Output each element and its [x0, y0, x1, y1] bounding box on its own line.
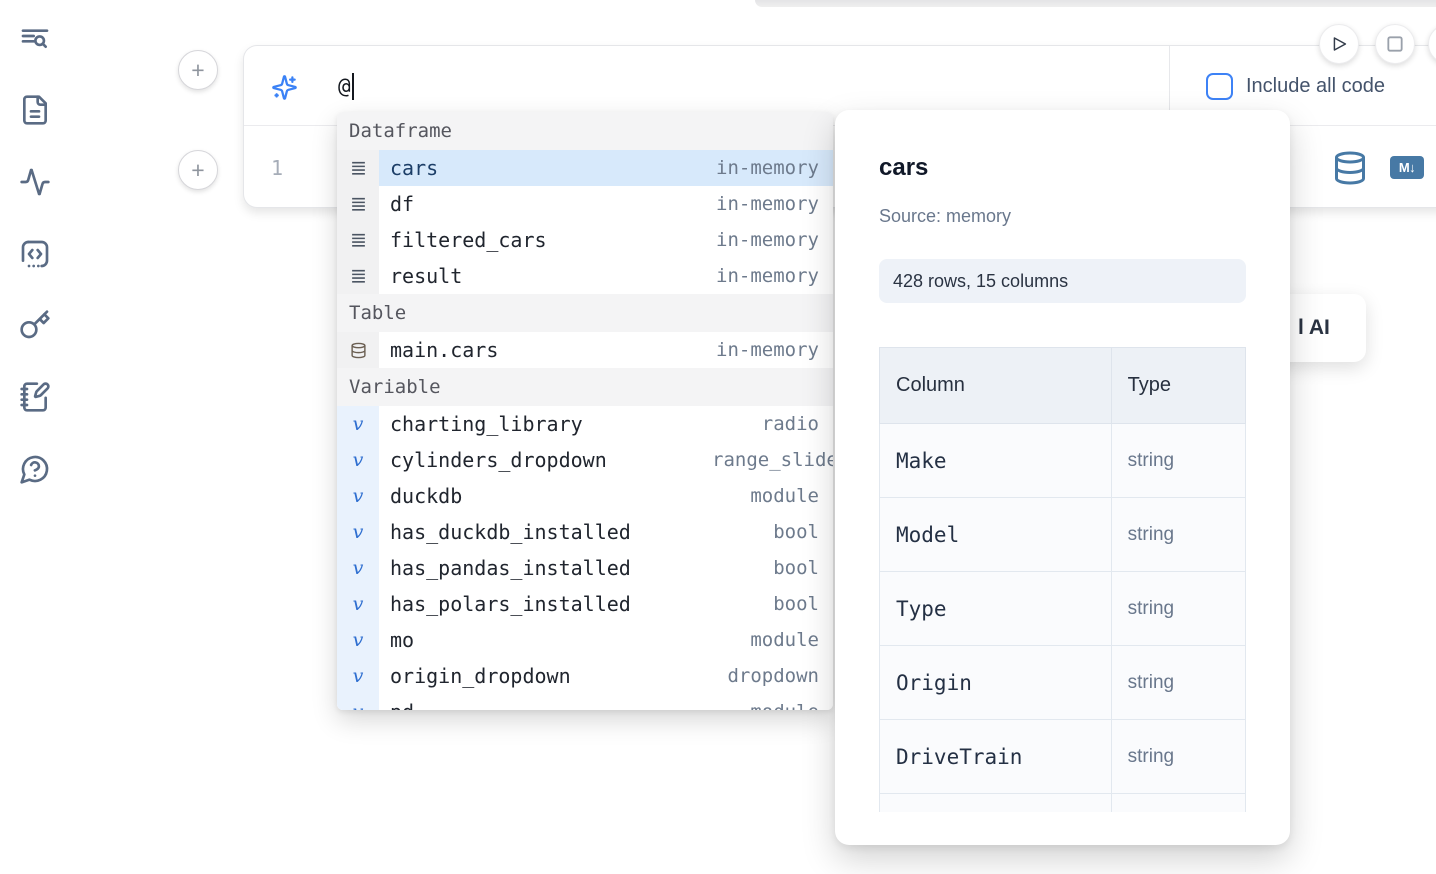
- stop-cell-button[interactable]: [1375, 24, 1415, 64]
- autocomplete-item-has-duckdb-installed[interactable]: v has_duckdb_installed bool: [337, 514, 833, 550]
- table-database-icon: [337, 332, 379, 368]
- schema-row: Type string: [879, 571, 1246, 646]
- autocomplete-item-charting-library[interactable]: v charting_library radio: [337, 406, 833, 442]
- type-header: Type: [1110, 347, 1246, 424]
- line-number: 1: [271, 155, 284, 180]
- text-caret: [351, 72, 354, 100]
- schema-row: Make string: [879, 423, 1246, 498]
- autocomplete-item-filtered-cars[interactable]: filtered_cars in-memory: [337, 222, 833, 258]
- prompt-divider: [1169, 46, 1170, 126]
- autocomplete-item-origin-dropdown[interactable]: v origin_dropdown dropdown: [337, 658, 833, 694]
- cell-type-icons: M↓: [1332, 126, 1424, 209]
- activity-tracer-icon[interactable]: [19, 166, 51, 198]
- previous-cell-edge: [755, 0, 1436, 7]
- schema-row-partial: [879, 793, 1246, 812]
- include-all-code-label: Include all code: [1246, 74, 1385, 97]
- variable-icon: v: [337, 694, 379, 710]
- variable-icon: v: [337, 622, 379, 658]
- variable-icon: v: [337, 586, 379, 622]
- section-header-table: Table: [337, 294, 833, 332]
- autocomplete-item-main-cars[interactable]: main.cars in-memory: [337, 332, 833, 368]
- add-cell-button-top[interactable]: +: [178, 50, 218, 90]
- schema-table-container: Column Type Make string Model string Typ…: [879, 347, 1246, 812]
- autocomplete-item-duckdb[interactable]: v duckdb module: [337, 478, 833, 514]
- shape-badge: 428 rows, 15 columns: [879, 259, 1246, 303]
- variable-icon: v: [337, 478, 379, 514]
- stop-icon: [1387, 36, 1403, 52]
- add-cell-button-bottom[interactable]: +: [178, 150, 218, 190]
- markdown-icon[interactable]: M↓: [1390, 156, 1424, 179]
- autocomplete-item-cars[interactable]: cars in-memory: [337, 150, 833, 186]
- ai-action-label: l AI: [1298, 316, 1330, 339]
- column-header: Column: [879, 347, 1112, 424]
- variable-icon: v: [337, 658, 379, 694]
- variable-icon: v: [337, 514, 379, 550]
- schema-table: Column Type Make string Model string Typ…: [879, 347, 1246, 812]
- autocomplete-item-result[interactable]: result in-memory: [337, 258, 833, 294]
- schema-header-row: Column Type: [879, 347, 1246, 424]
- dataframe-rows-icon: [337, 222, 379, 258]
- database-icon[interactable]: [1332, 150, 1368, 186]
- autocomplete-item-mo[interactable]: v mo module: [337, 622, 833, 658]
- autocomplete-item-df[interactable]: df in-memory: [337, 186, 833, 222]
- schema-row: DriveTrain string: [879, 719, 1246, 794]
- panel-source: Source: memory: [879, 206, 1012, 226]
- prompt-value: @: [338, 74, 351, 98]
- include-all-code-control[interactable]: Include all code: [1206, 46, 1385, 126]
- dataframe-preview-panel: cars Source: memory 428 rows, 15 columns…: [835, 110, 1290, 845]
- ai-prompt-input[interactable]: @: [338, 46, 354, 126]
- sparkles-icon: [271, 74, 298, 101]
- variable-icon: v: [337, 406, 379, 442]
- dataframe-rows-icon: [337, 186, 379, 222]
- autocomplete-dropdown: Dataframe cars in-memory df in-memory fi…: [337, 112, 833, 710]
- schema-row: Model string: [879, 497, 1246, 572]
- panel-title: cars: [879, 154, 929, 181]
- autocomplete-item-cylinders-dropdown[interactable]: v cylinders_dropdown range_slider: [337, 442, 833, 478]
- section-header-dataframe: Dataframe: [337, 112, 833, 150]
- secrets-key-icon[interactable]: [19, 309, 51, 341]
- run-cell-button[interactable]: [1319, 24, 1359, 64]
- autocomplete-item-pd[interactable]: v pd module: [337, 694, 833, 710]
- dataframe-rows-icon: [337, 150, 379, 186]
- include-all-code-checkbox[interactable]: [1206, 72, 1233, 100]
- help-chat-icon[interactable]: [19, 453, 51, 485]
- variable-icon: v: [337, 442, 379, 478]
- toc-search-icon[interactable]: [19, 24, 51, 56]
- section-header-variable: Variable: [337, 368, 833, 406]
- schema-row: Origin string: [879, 645, 1246, 720]
- code-snippets-icon[interactable]: [19, 238, 51, 270]
- dataframe-rows-icon: [337, 258, 379, 294]
- autocomplete-item-has-pandas-installed[interactable]: v has_pandas_installed bool: [337, 550, 833, 586]
- autocomplete-item-has-polars-installed[interactable]: v has_polars_installed bool: [337, 586, 833, 622]
- play-icon: [1333, 37, 1347, 51]
- file-document-icon[interactable]: [19, 94, 51, 126]
- scratchpad-icon[interactable]: [19, 381, 51, 413]
- variable-icon: v: [337, 550, 379, 586]
